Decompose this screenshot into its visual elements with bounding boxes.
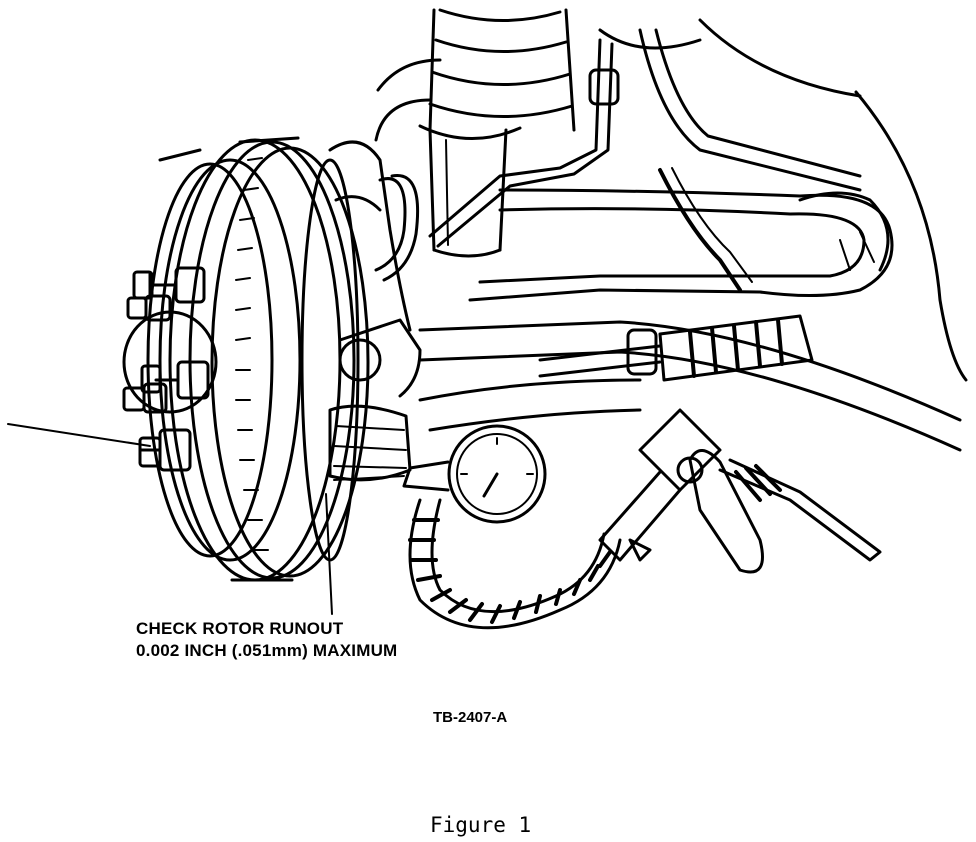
lug-nut	[122, 382, 168, 414]
lower-control-arm	[418, 320, 962, 452]
lug-nut	[138, 428, 192, 472]
runout-callout: CHECK ROTOR RUNOUT 0.002 INCH (.051mm) M…	[136, 618, 397, 662]
hub-leader-line	[7, 423, 151, 447]
callout-line-2: 0.002 INCH (.051mm) MAXIMUM	[136, 641, 398, 660]
indicator-arm-hose	[408, 498, 622, 630]
hub-face	[122, 148, 302, 562]
coil-spring	[374, 8, 576, 142]
steering-knuckle	[328, 140, 422, 482]
lug-nut	[140, 360, 210, 400]
figure-caption: Figure 1	[430, 813, 532, 837]
lug-nut	[126, 294, 172, 322]
strut-body	[418, 124, 522, 258]
brake-rotor	[168, 136, 370, 582]
runout-leader-line	[325, 493, 333, 615]
upper-control-arm	[468, 188, 894, 302]
callout-line-1: CHECK ROTOR RUNOUT	[136, 619, 344, 638]
magnetic-base-clamp	[598, 408, 882, 574]
reference-number: TB-2407-A	[433, 709, 508, 726]
tie-rod	[538, 314, 814, 382]
brake-lines	[428, 28, 862, 292]
lug-nuts	[122, 266, 210, 472]
dial-indicator	[333, 424, 547, 524]
